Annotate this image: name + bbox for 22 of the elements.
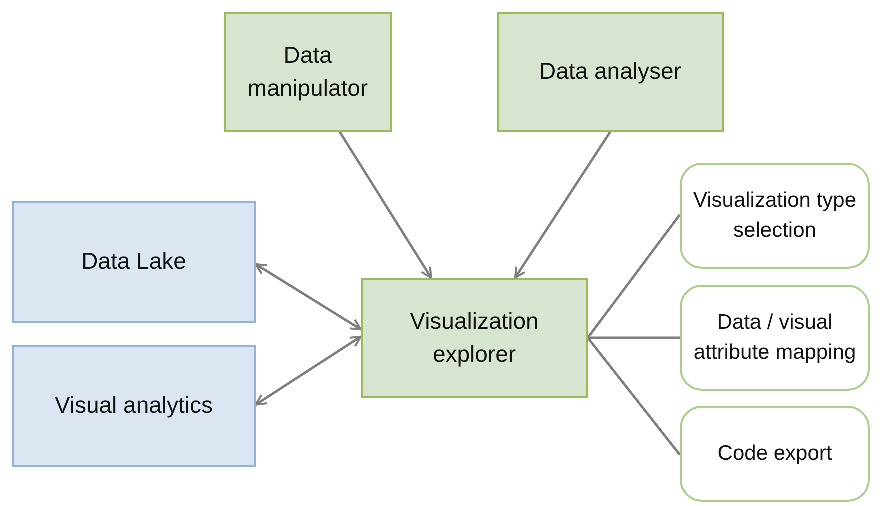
process-box	[680, 285, 870, 391]
process-box	[680, 406, 870, 502]
arrow	[514, 131, 612, 279]
process-box	[497, 12, 724, 132]
arrow	[255, 263, 362, 331]
process-box	[12, 345, 256, 467]
box-label: Visual analytics	[54, 391, 214, 420]
box-label: Data manipulator	[246, 40, 370, 103]
process-box	[361, 278, 588, 398]
process-box	[680, 163, 870, 269]
process-box	[224, 12, 392, 132]
box-label: Data / visual attribute mapping	[692, 310, 858, 366]
box-label: Visualization type selection	[692, 188, 858, 244]
box-label: Data analyser	[540, 57, 682, 86]
arrow	[338, 131, 432, 279]
connector-line	[588, 336, 680, 340]
box-label: Data Lake	[82, 247, 186, 276]
process-box	[12, 201, 256, 323]
arrow	[255, 336, 362, 406]
box-label: Visualization explorer	[409, 306, 540, 369]
connector-line	[587, 337, 681, 456]
box-label: Code export	[718, 440, 832, 467]
